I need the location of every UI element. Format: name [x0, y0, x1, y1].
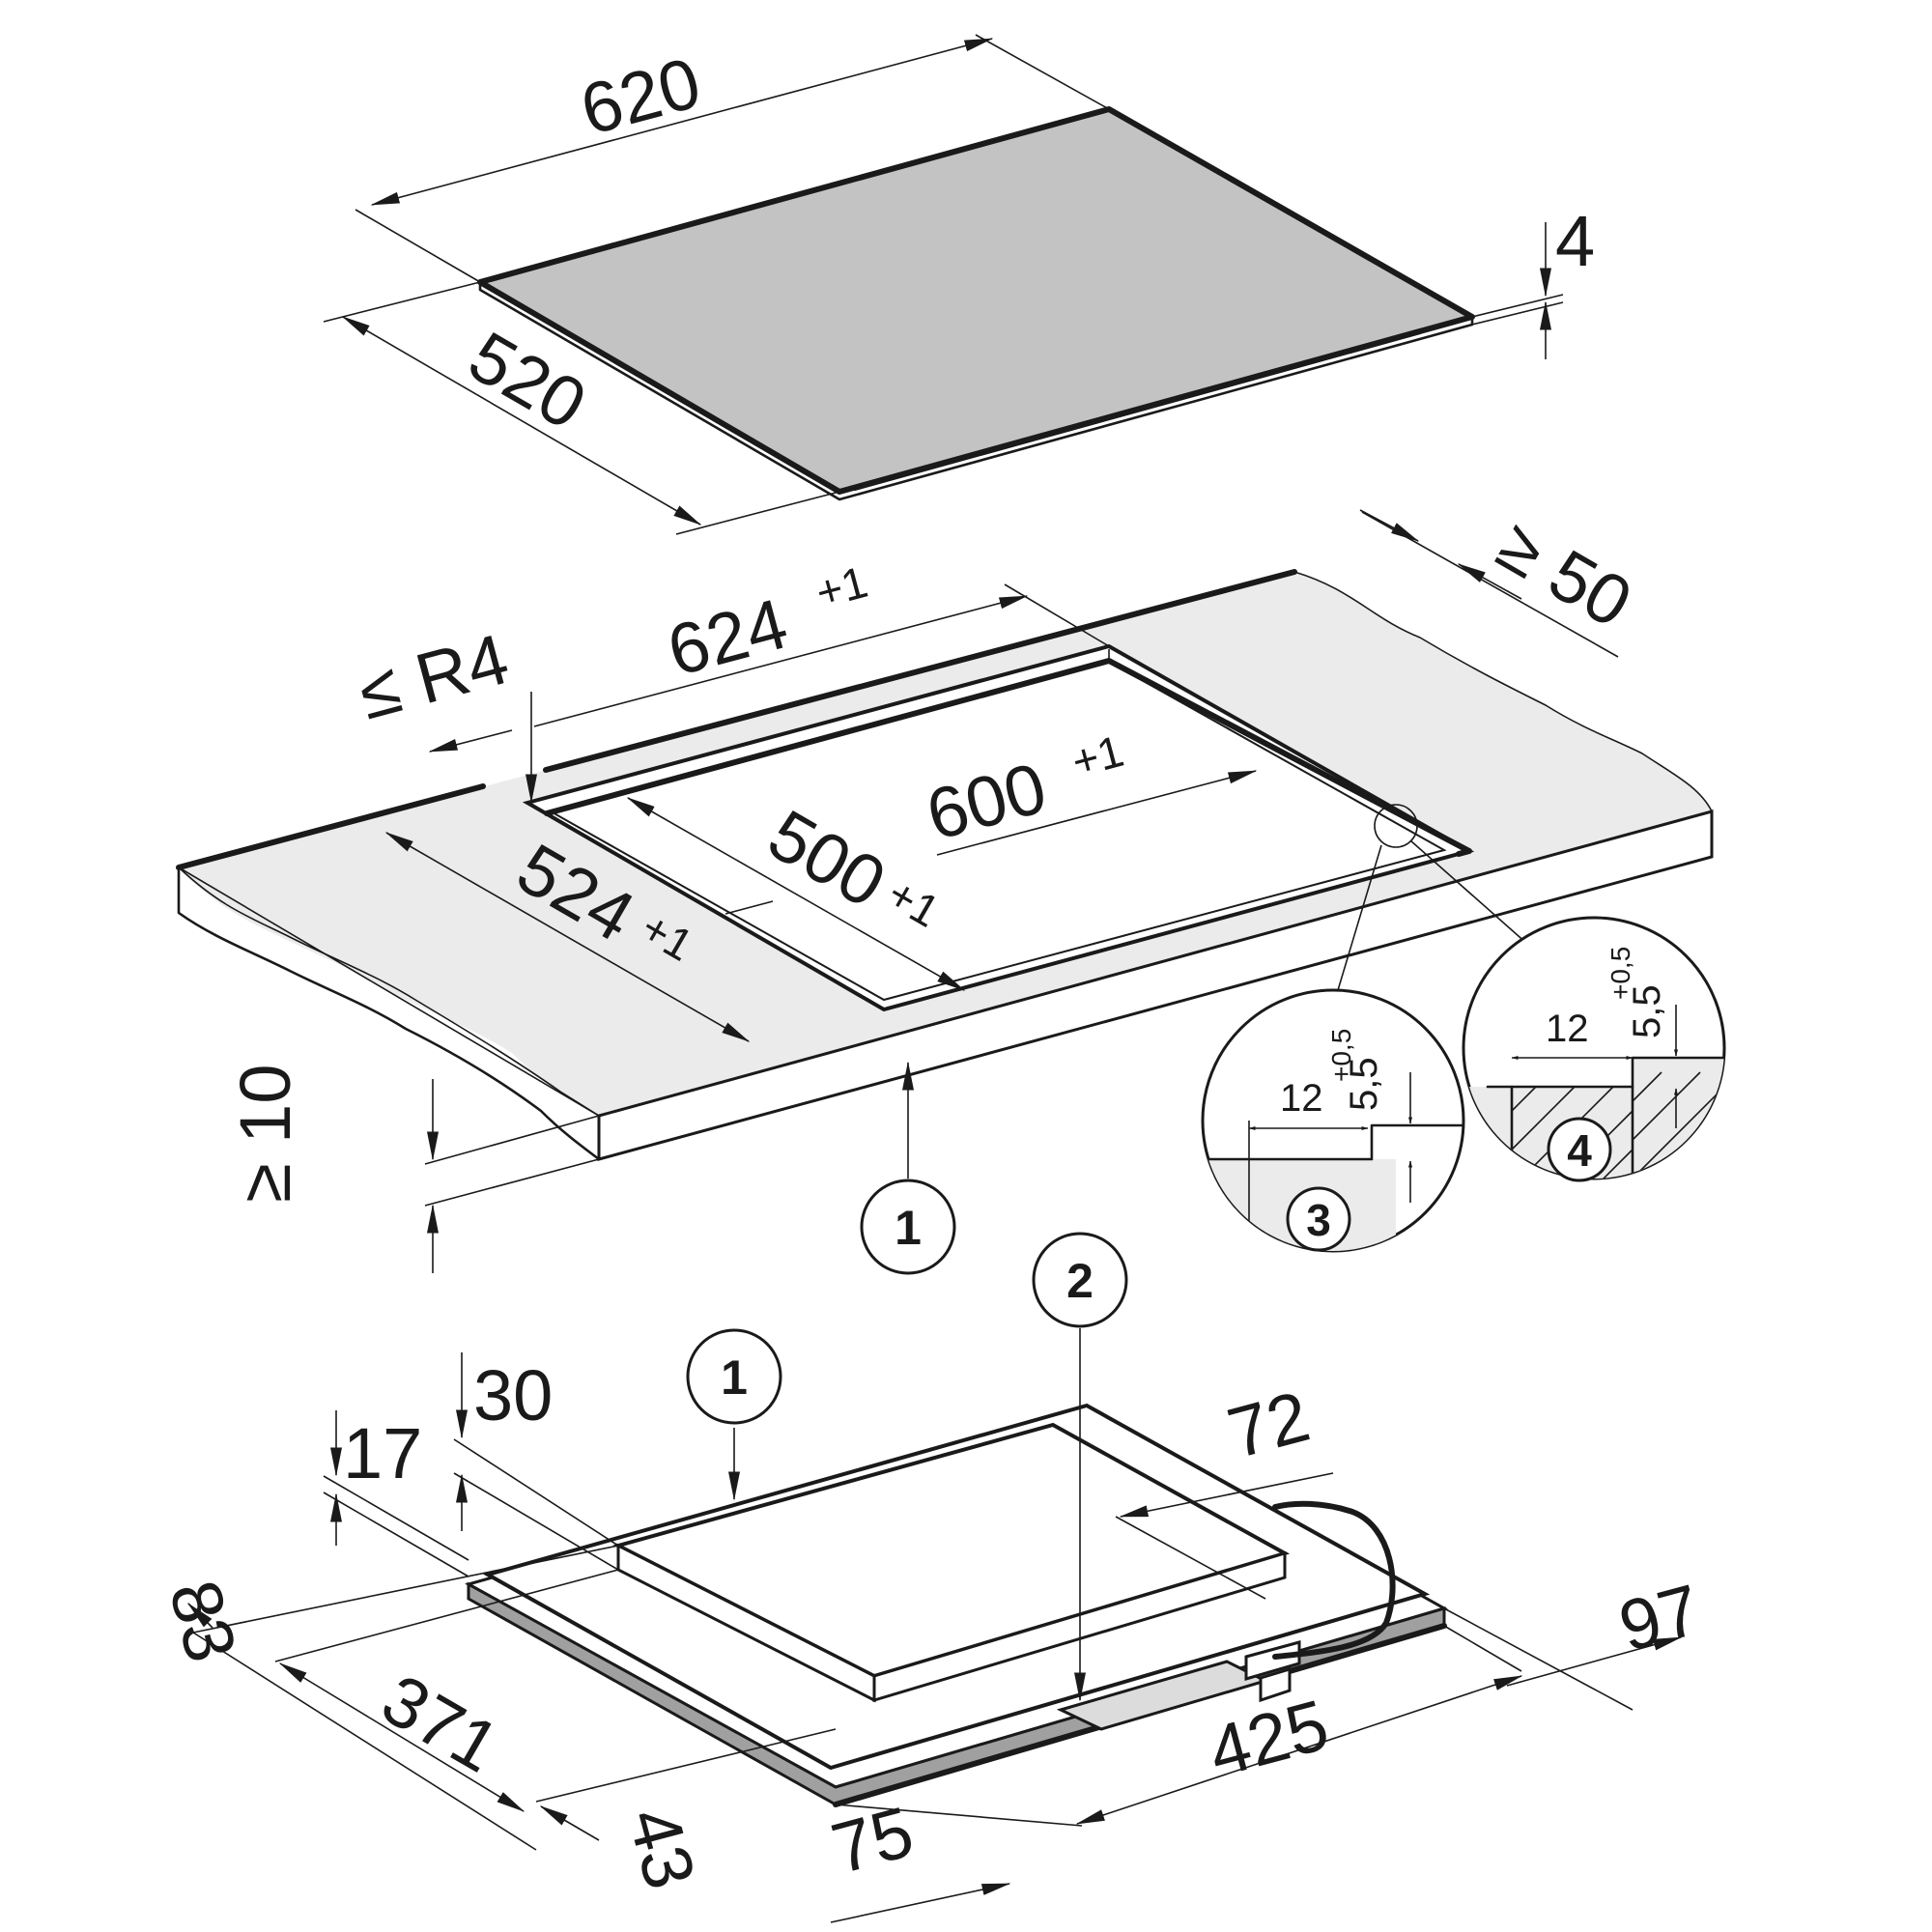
detail-3-tol: +0,5: [1326, 1029, 1356, 1082]
worktop-front-edge: [597, 810, 1714, 1161]
dim-r4: ≤ R4: [351, 618, 537, 804]
detail-4-width: 12: [1546, 1008, 1589, 1050]
detail-4-label: 4: [1567, 1125, 1592, 1176]
callout-1-base: 1: [686, 1328, 782, 1501]
callout-2: 2: [1032, 1232, 1128, 1702]
callout-1-worktop: 1: [860, 1061, 956, 1275]
dim-min10: ≥ 10: [225, 1065, 600, 1273]
callout-2-label: 2: [1066, 1254, 1094, 1308]
dim-min10-label: ≥ 10: [225, 1065, 305, 1203]
dim-83-label: 83: [155, 1573, 252, 1670]
detail-4: 12 5,5 +0,5 4: [1462, 916, 1726, 1182]
dim-624-label: 624: [660, 582, 796, 691]
hob-glass-edge: [478, 280, 1474, 501]
dim-371-label: 371: [369, 1659, 512, 1788]
detail-3-depth: 5,5: [1343, 1057, 1385, 1111]
callout-1-label: 1: [895, 1201, 922, 1255]
dim-17-label: 17: [343, 1413, 422, 1493]
hob-glass-surface: [477, 106, 1475, 495]
detail-3-label: 3: [1306, 1195, 1331, 1245]
dim-min50-label: ≥ 50: [1485, 504, 1645, 643]
dim-30-label: 30: [473, 1355, 553, 1435]
dim-r4-label: ≤ R4: [351, 618, 517, 734]
dim-30: 30: [453, 1352, 619, 1571]
detail-leaders: [1337, 804, 1537, 991]
detail-3-width: 12: [1280, 1077, 1323, 1120]
detail-4-tol: +0,5: [1605, 947, 1635, 1000]
dim-4: 4: [1471, 201, 1595, 359]
dim-4-label: 4: [1555, 201, 1595, 281]
dim-425-label: 425: [1201, 1684, 1337, 1792]
dim-620-label: 620: [573, 42, 709, 150]
hob-glass-top: [477, 106, 1475, 501]
detail-3: 12 5,5 +0,5 3: [1201, 988, 1465, 1253]
dim-624-tol: +1: [810, 556, 872, 618]
dim-83: 83: [155, 1545, 619, 1670]
dim-75: 75: [824, 1791, 1083, 1923]
detail-4-depth: 5,5: [1626, 984, 1668, 1038]
dim-17: 17: [323, 1410, 469, 1577]
dim-43-label: 43: [613, 1800, 711, 1897]
callout-1b-label: 1: [721, 1350, 748, 1405]
dim-72-label: 72: [1220, 1376, 1318, 1473]
